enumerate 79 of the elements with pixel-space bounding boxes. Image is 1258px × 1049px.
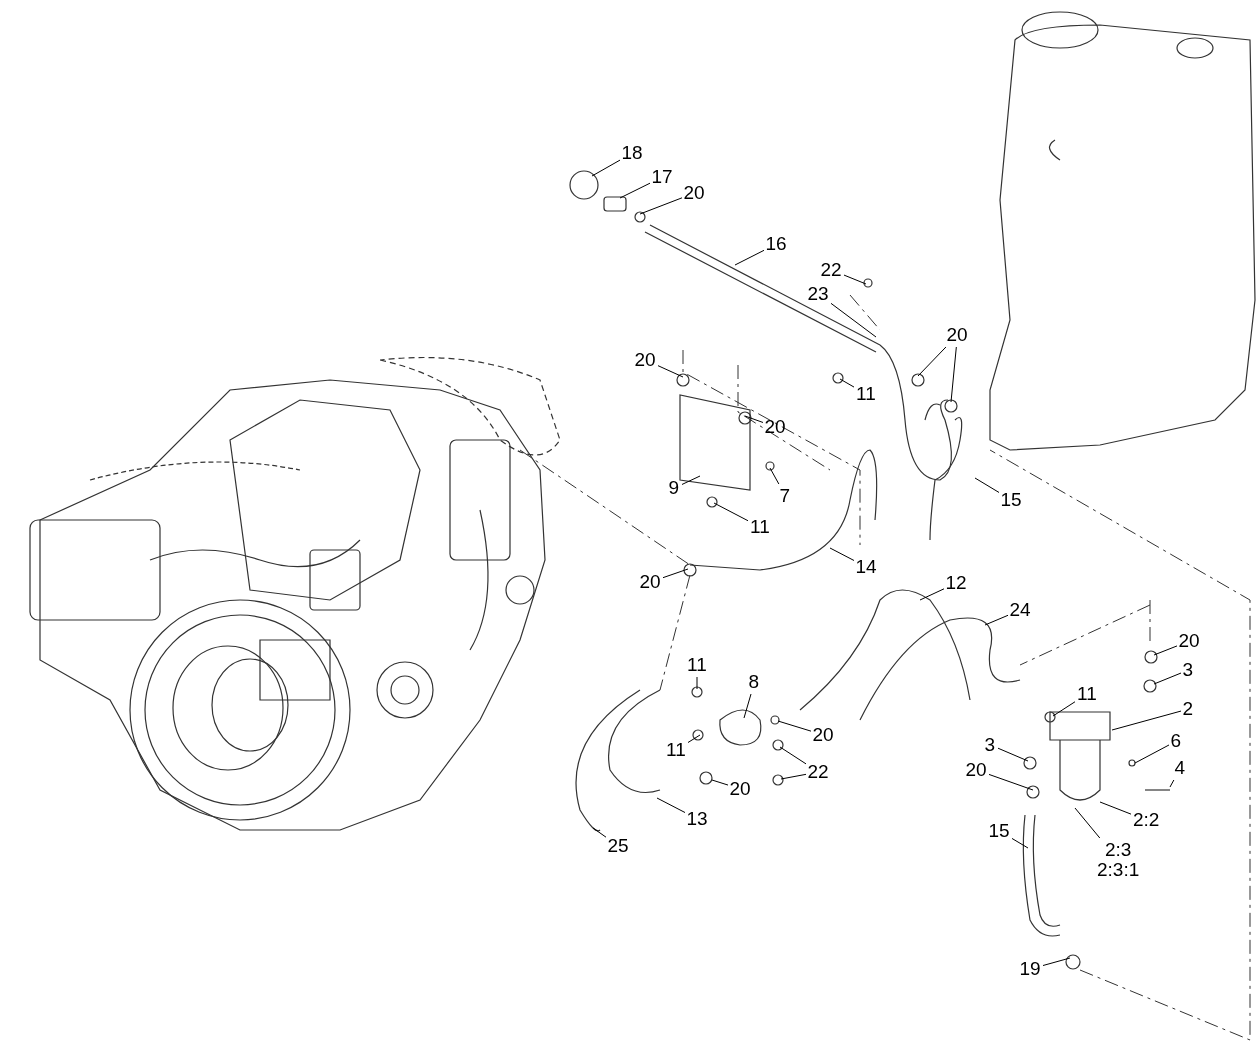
leader-line bbox=[1153, 645, 1178, 656]
callout-number: 18 bbox=[621, 143, 643, 163]
leader-line bbox=[843, 274, 867, 285]
callout-number: 13 bbox=[686, 809, 708, 829]
leader-line bbox=[1134, 744, 1170, 764]
leader-line bbox=[713, 502, 749, 522]
leader-line bbox=[711, 779, 729, 786]
callout-number: 19 bbox=[1019, 959, 1041, 979]
callout-number: 20 bbox=[1178, 631, 1200, 651]
leader-line bbox=[780, 773, 807, 780]
leader-line bbox=[1111, 710, 1182, 731]
callout-number: 4 bbox=[1174, 758, 1186, 778]
callout-number: 25 bbox=[607, 836, 629, 856]
callout-number: 17 bbox=[651, 167, 673, 187]
callout-number: 20 bbox=[812, 725, 834, 745]
leader-line bbox=[591, 159, 621, 177]
callout-number: 11 bbox=[687, 655, 707, 675]
leader-line bbox=[1074, 807, 1101, 839]
leader-line bbox=[734, 249, 765, 266]
callout-number: 8 bbox=[748, 672, 760, 692]
callout-number: 11 bbox=[856, 384, 876, 404]
leader-line bbox=[656, 797, 686, 813]
callout-number: 9 bbox=[668, 478, 680, 498]
leader-line bbox=[769, 467, 780, 485]
leader-line bbox=[1153, 672, 1182, 685]
callout-number: 16 bbox=[765, 234, 787, 254]
leader-line bbox=[1011, 837, 1029, 849]
callout-number: 11 bbox=[1077, 684, 1097, 704]
leader-line bbox=[639, 197, 683, 215]
leader-line bbox=[1042, 957, 1071, 966]
leader-line bbox=[950, 346, 957, 403]
callout-number: 20 bbox=[764, 417, 786, 437]
leader-line bbox=[974, 477, 1000, 493]
leader-line bbox=[984, 614, 1009, 626]
leader-line bbox=[743, 693, 752, 719]
leader-line bbox=[681, 475, 701, 485]
callout-number: 12 bbox=[945, 573, 967, 593]
leader-line bbox=[662, 568, 689, 579]
leader-line bbox=[830, 302, 877, 338]
callout-number: 3 bbox=[984, 735, 996, 755]
leader-line bbox=[619, 182, 651, 199]
leader-line bbox=[687, 734, 701, 743]
leader-line bbox=[917, 346, 947, 377]
callout-number: 22 bbox=[820, 260, 842, 280]
leader-line bbox=[1099, 801, 1132, 815]
callout-number: 2 bbox=[1182, 699, 1194, 719]
callout-number: 20 bbox=[683, 183, 705, 203]
callout-number: 2:3:1 bbox=[1097, 860, 1140, 880]
leader-line bbox=[777, 720, 812, 732]
leader-line bbox=[779, 746, 807, 765]
leader-line bbox=[919, 588, 945, 601]
leader-line bbox=[829, 547, 855, 561]
callout-number: 22 bbox=[807, 762, 829, 782]
callout-number: 20 bbox=[634, 350, 656, 370]
callout-number: 7 bbox=[779, 486, 791, 506]
callout-number: 15 bbox=[1000, 490, 1022, 510]
callout-number: 15 bbox=[988, 821, 1010, 841]
callout-number: 24 bbox=[1009, 600, 1031, 620]
callout-number: 6 bbox=[1170, 731, 1182, 751]
callout-number: 20 bbox=[729, 779, 751, 799]
leader-line bbox=[997, 747, 1029, 762]
callout-number: 2:3 bbox=[1103, 840, 1133, 860]
leader-line bbox=[839, 378, 855, 388]
callout-number: 20 bbox=[639, 572, 661, 592]
callout-number: 20 bbox=[965, 760, 987, 780]
callout-number: 23 bbox=[807, 284, 829, 304]
leader-line bbox=[744, 415, 764, 423]
leader-line bbox=[696, 676, 698, 690]
leader-line bbox=[657, 365, 684, 378]
leader-line bbox=[1052, 701, 1076, 717]
callout-number: 14 bbox=[855, 557, 877, 577]
leader-line bbox=[1169, 779, 1175, 788]
callout-number: 11 bbox=[750, 517, 770, 537]
leader-line bbox=[988, 773, 1034, 791]
callout-number: 11 bbox=[666, 740, 686, 760]
callout-number: 2:2 bbox=[1133, 810, 1160, 830]
callout-number: 3 bbox=[1182, 660, 1194, 680]
callout-number: 20 bbox=[946, 325, 968, 345]
leader-line bbox=[592, 827, 607, 838]
